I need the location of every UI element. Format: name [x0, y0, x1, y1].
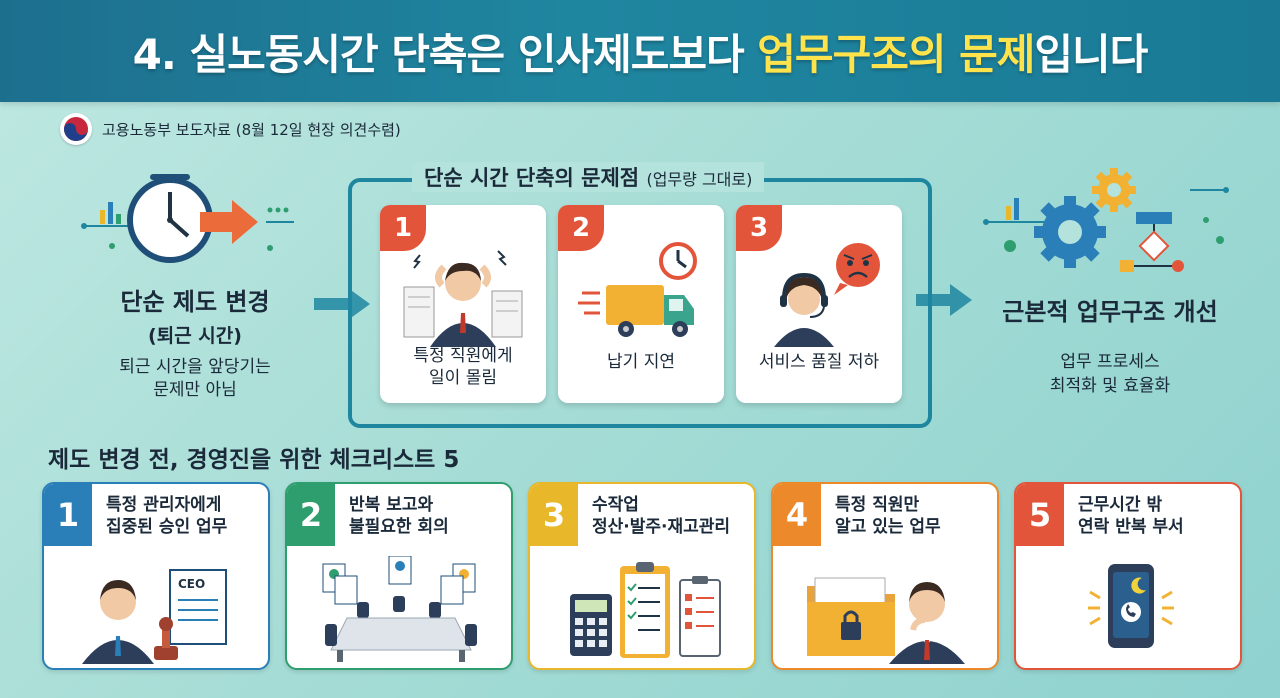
problem-card-2: 2 납기 지연 — [558, 205, 724, 403]
checklist-label-line2: 집중된 승인 업무 — [106, 517, 228, 538]
right-desc-line1: 업무 프로세스 — [1060, 352, 1160, 372]
delivery-truck-clock-icon — [578, 242, 697, 337]
meeting-table-icon — [322, 556, 477, 662]
right-title: 근본적 업무구조 개선 — [1002, 298, 1218, 326]
left-title: 단순 제도 변경 — [120, 288, 270, 316]
problem-label: 특정 직원에게 일이 몰림 — [380, 345, 546, 389]
flow-arrow-icon — [916, 284, 972, 316]
checklist-card-1: 1 특정 관리자에게 집중된 승인 업무 CEO — [42, 482, 270, 670]
checklist-number: 1 — [44, 484, 92, 546]
left-desc-line1: 퇴근 시간을 앞당기는 — [119, 357, 271, 377]
checklist-number: 3 — [530, 484, 578, 546]
problem-number: 1 — [380, 205, 426, 251]
checklist-label-line1: 수작업 — [592, 495, 639, 515]
checklist-label-line2: 연락 반복 부서 — [1078, 517, 1184, 538]
checklist-label: 특정 관리자에게 집중된 승인 업무 — [106, 494, 262, 538]
clock-arrow-icon — [81, 174, 294, 263]
problem-label-line1: 납기 지연 — [607, 351, 675, 372]
government-seal-icon — [60, 113, 92, 145]
right-desc-line2: 최적화 및 효율화 — [1049, 375, 1171, 396]
problems-title-note: (업무량 그대로) — [646, 170, 753, 189]
checklist-label: 수작업 정산·발주·재고관리 — [592, 494, 748, 538]
checklist-label: 반복 보고와 불필요한 회의 — [349, 494, 505, 538]
left-block: 단순 제도 변경 (퇴근 시간) 퇴근 시간을 앞당기는 문제만 아님 — [60, 170, 330, 402]
left-subtitle: (퇴근 시간) — [148, 325, 242, 347]
checklist-number: 2 — [287, 484, 335, 546]
problems-title: 단순 시간 단축의 문제점 (업무량 그대로) — [412, 162, 765, 192]
checklist-card-5: 5 근무시간 밖 연락 반복 부서 — [1014, 482, 1242, 670]
ceo-approval-stamp-icon: CEO — [82, 569, 227, 664]
source-note: 고용노동부 보도자료 (8월 12일 현장 의견수렴) — [60, 113, 401, 145]
source-text: 고용노동부 보도자료 (8월 12일 현장 의견수렴) — [102, 120, 401, 139]
checklist-label-line1: 특정 직원만 — [835, 495, 920, 515]
locked-folder-icon — [807, 577, 965, 664]
flow-arrow-icon — [314, 288, 370, 320]
problem-label-line2: 일이 몰림 — [429, 367, 497, 388]
problem-number: 2 — [558, 205, 604, 251]
checklist-label-line2: 정산·발주·재고관리 — [592, 517, 731, 538]
checklist-label-line2: 알고 있는 업무 — [835, 517, 941, 538]
checklist-label: 근무시간 밖 연락 반복 부서 — [1078, 494, 1234, 538]
title-highlight: 업무구조의 문제 — [757, 29, 1035, 79]
checklist-label-line2: 불필요한 회의 — [349, 517, 449, 538]
checklist-title: 제도 변경 전, 경영진을 위한 체크리스트 5 — [48, 447, 460, 473]
checklist-number: 5 — [1016, 484, 1064, 546]
right-block: 근본적 업무구조 개선 업무 프로세스 최적화 및 효율화 — [960, 160, 1260, 399]
problem-card-1: 1 특정 직원에게 일이 몰림 — [380, 205, 546, 403]
left-desc-line2: 문제만 아님 — [153, 379, 237, 400]
checklist-card-3: 3 수작업 정산·발주·재고관리 — [528, 482, 756, 670]
problem-number: 3 — [736, 205, 782, 251]
checklist-label-line1: 근무시간 밖 — [1078, 495, 1163, 515]
checklist-label-line1: 반복 보고와 — [349, 495, 434, 515]
checklist-card-2: 2 반복 보고와 불필요한 회의 — [285, 482, 513, 670]
left-desc: 퇴근 시간을 앞당기는 문제만 아님 — [60, 356, 330, 402]
title-end: 입니다 — [1034, 29, 1148, 79]
night-phone-call-icon — [1088, 564, 1174, 648]
calculator-clipboard-icon — [570, 562, 721, 658]
gears-process-icon — [983, 168, 1229, 272]
problem-label: 납기 지연 — [558, 351, 724, 373]
problems-title-text: 단순 시간 단축의 문제점 — [424, 166, 640, 190]
stressed-worker-icon — [403, 250, 523, 347]
checklist-number: 4 — [773, 484, 821, 546]
checklist-label: 특정 직원만 알고 있는 업무 — [835, 494, 991, 538]
problem-card-3: 3 서비스 품질 저하 — [736, 205, 902, 403]
ceo-doc-text: CEO — [178, 577, 205, 591]
checklist-card-4: 4 특정 직원만 알고 있는 업무 — [771, 482, 999, 670]
checklist-label-line1: 특정 관리자에게 — [106, 495, 222, 515]
page-title: 4. 실노동시간 단축은 인사제도보다 업무구조의 문제입니다 — [132, 21, 1149, 82]
angry-customer-agent-icon — [774, 243, 880, 347]
header-banner: 4. 실노동시간 단축은 인사제도보다 업무구조의 문제입니다 — [0, 0, 1280, 102]
problem-label: 서비스 품질 저하 — [736, 351, 902, 373]
title-main: 4. 실노동시간 단축은 인사제도보다 — [132, 29, 758, 79]
right-desc: 업무 프로세스 최적화 및 효율화 — [960, 351, 1260, 399]
problem-label-line1: 서비스 품질 저하 — [758, 351, 880, 372]
problem-label-line1: 특정 직원에게 — [413, 345, 513, 366]
